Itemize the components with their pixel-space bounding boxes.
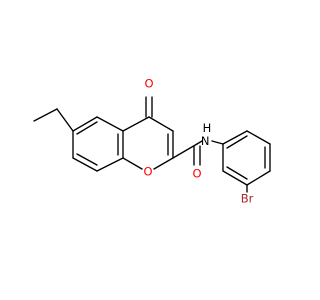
oxygen-atom-carbonyl: O bbox=[144, 77, 153, 91]
nitrogen-atom-amide: N H bbox=[201, 121, 213, 148]
bond-ethyl-ch3 bbox=[33, 108, 58, 122]
bond-c4-c4a bbox=[122, 116, 150, 132]
bromine-atom: Br bbox=[241, 192, 254, 206]
bond-benzo-1-inner bbox=[76, 121, 98, 135]
bond-aryl-5-inner bbox=[226, 166, 248, 180]
nitrogen-hydrogen: H bbox=[203, 121, 212, 135]
bond-aryl-1-inner bbox=[226, 135, 248, 149]
bond-aryl-1 bbox=[222, 130, 248, 145]
bond-amide-c-n bbox=[196, 140, 203, 145]
nitrogen-symbol: N bbox=[201, 134, 210, 148]
bond-benzo-1 bbox=[72, 116, 98, 132]
bond-n-aryl bbox=[211, 140, 224, 145]
bond-c2-amide-c bbox=[172, 143, 198, 159]
bond-aryl-5 bbox=[222, 170, 248, 186]
bond-benzo-4 bbox=[96, 157, 124, 172]
bond-ethyl-ch2 bbox=[56, 108, 74, 132]
bond-aryl-4 bbox=[246, 170, 271, 186]
oxygen-atom-ring: O bbox=[143, 165, 152, 179]
bond-benzo-5-inner bbox=[76, 153, 98, 166]
bond-benzo-2 bbox=[96, 116, 124, 132]
bond-aryl-2 bbox=[246, 130, 271, 145]
molecule-structure: O O O N H Br bbox=[33, 77, 271, 206]
bond-o1-c8a bbox=[122, 157, 143, 170]
bond-c4-c3 bbox=[148, 116, 174, 132]
bond-c2-o1 bbox=[153, 157, 174, 170]
bond-benzo-5 bbox=[72, 157, 98, 172]
oxygen-atom-amide: O bbox=[192, 167, 201, 181]
